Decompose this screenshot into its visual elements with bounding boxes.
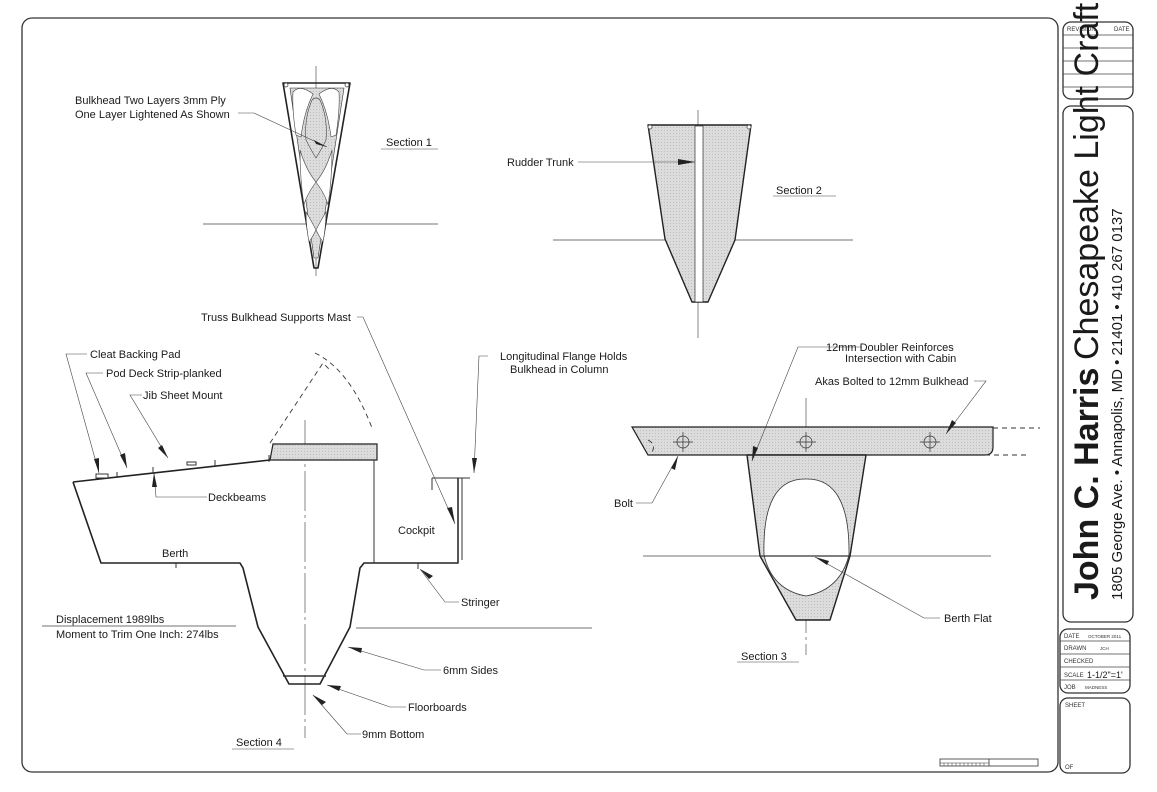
section-3-callout-berth-flat: Berth Flat (944, 613, 992, 625)
info-box: DATE OCTOBER 2011 DRAWN JCH CHECKED SCAL… (1059, 628, 1131, 694)
section-4-title: Section 4 (236, 737, 282, 749)
scale-value: 1-1/2"=1' (1087, 670, 1123, 680)
section-3: 12mm Doubler Reinforces Intersection wit… (614, 342, 1040, 663)
section-4-callout-truss: Truss Bulkhead Supports Mast (201, 312, 351, 324)
section-3-callout-bolt: Bolt (614, 498, 633, 510)
scale-bar (939, 758, 1039, 767)
drawing-frame (21, 17, 1059, 773)
section-4-flange (431, 477, 470, 563)
section-4-callout-stringer: Stringer (461, 597, 500, 609)
section-4-deckbeams (95, 455, 419, 569)
section-4-label-cockpit: Cockpit (398, 525, 435, 537)
drawn-value: JCH (1100, 646, 1109, 651)
section-1-title: Section 1 (386, 137, 432, 149)
section-3-cutout (763, 478, 850, 597)
section-4-cabin-top (269, 443, 378, 461)
section-4-hatch-open (269, 362, 331, 444)
revision-label: REVISION (1067, 27, 1096, 33)
section-1: Bulkhead Two Layers 3mm Ply One Layer Li… (75, 66, 438, 276)
section-4-callout-cleat: Cleat Backing Pad (90, 349, 181, 361)
section-4-callout-flange-line2: Bulkhead in Column (510, 364, 608, 376)
section-4-callout-floorboards: Floorboards (408, 702, 467, 714)
section-4-callout-deckbeams: Deckbeams (208, 492, 267, 504)
section-1-callout-line2: One Layer Lightened As Shown (75, 109, 230, 121)
sheet-box: SHEET OF (1059, 697, 1131, 774)
company-address: 1805 George Ave. • Annapolis, MD • 21401… (1109, 208, 1126, 600)
date-label: DATE (1064, 634, 1080, 640)
section-3-bolts (673, 432, 940, 452)
section-4-callout-bottom: 9mm Bottom (362, 729, 424, 741)
designer-name: John C. Harris (1068, 368, 1106, 600)
section-4-callout-sides: 6mm Sides (443, 665, 499, 677)
section-1-callout-arrow (314, 140, 327, 147)
section-3-aka-beam (630, 426, 994, 456)
section-4: Truss Bulkhead Supports Mast Longitudina… (42, 312, 628, 750)
section-2: Rudder Trunk Section 2 (507, 110, 853, 338)
section-2-callout-rudder-trunk: Rudder Trunk (507, 157, 574, 169)
checked-label: CHECKED (1064, 659, 1094, 665)
job-label: JOB (1064, 685, 1076, 691)
revision-date-label: DATE (1114, 27, 1130, 33)
section-1-lightening-holes (292, 88, 340, 243)
section-2-rudder-trunk (694, 125, 704, 303)
drawn-label: DRAWN (1064, 646, 1086, 652)
job-value: MADNESS (1085, 685, 1107, 690)
revision-box: REVISION DATE (1062, 21, 1134, 100)
section-3-callout-akas: Akas Bolted to 12mm Bulkhead (815, 376, 968, 388)
section-2-title: Section 2 (776, 185, 822, 197)
section-3-callout-doubler-line2: Intersection with Cabin (845, 353, 956, 365)
date-value: OCTOBER 2011 (1088, 634, 1122, 639)
section-4-callout-jib: Jib Sheet Mount (143, 390, 223, 402)
section-1-callout-line1: Bulkhead Two Layers 3mm Ply (75, 95, 226, 107)
section-1-callout-leader (238, 112, 328, 148)
title-block: REVISION DATE John C. Harris Chesapeake … (939, 2, 1134, 774)
section-4-moment-to-trim: Moment to Trim One Inch: 274lbs (56, 629, 219, 641)
section-4-hatch-swing (314, 352, 373, 429)
section-1-bulkhead-outline (282, 82, 351, 269)
scale-label: SCALE (1064, 673, 1084, 679)
sheet-of-label: OF (1065, 765, 1074, 771)
section-3-callout-doubler-line1: 12mm Doubler Reinforces (826, 342, 954, 354)
section-4-label-berth: Berth (162, 548, 188, 560)
section-3-title: Section 3 (741, 651, 787, 663)
sheet-label: SHEET (1065, 703, 1085, 709)
section-4-callout-flange-line1: Longitudinal Flange Holds (500, 351, 628, 363)
section-4-displacement: Displacement 1989lbs (56, 614, 165, 626)
company-box: John C. Harris Chesapeake Light Craft 18… (1062, 2, 1134, 623)
section-4-callout-pod-deck: Pod Deck Strip-planked (106, 368, 222, 380)
company-name: Chesapeake Light Craft (1068, 2, 1106, 360)
